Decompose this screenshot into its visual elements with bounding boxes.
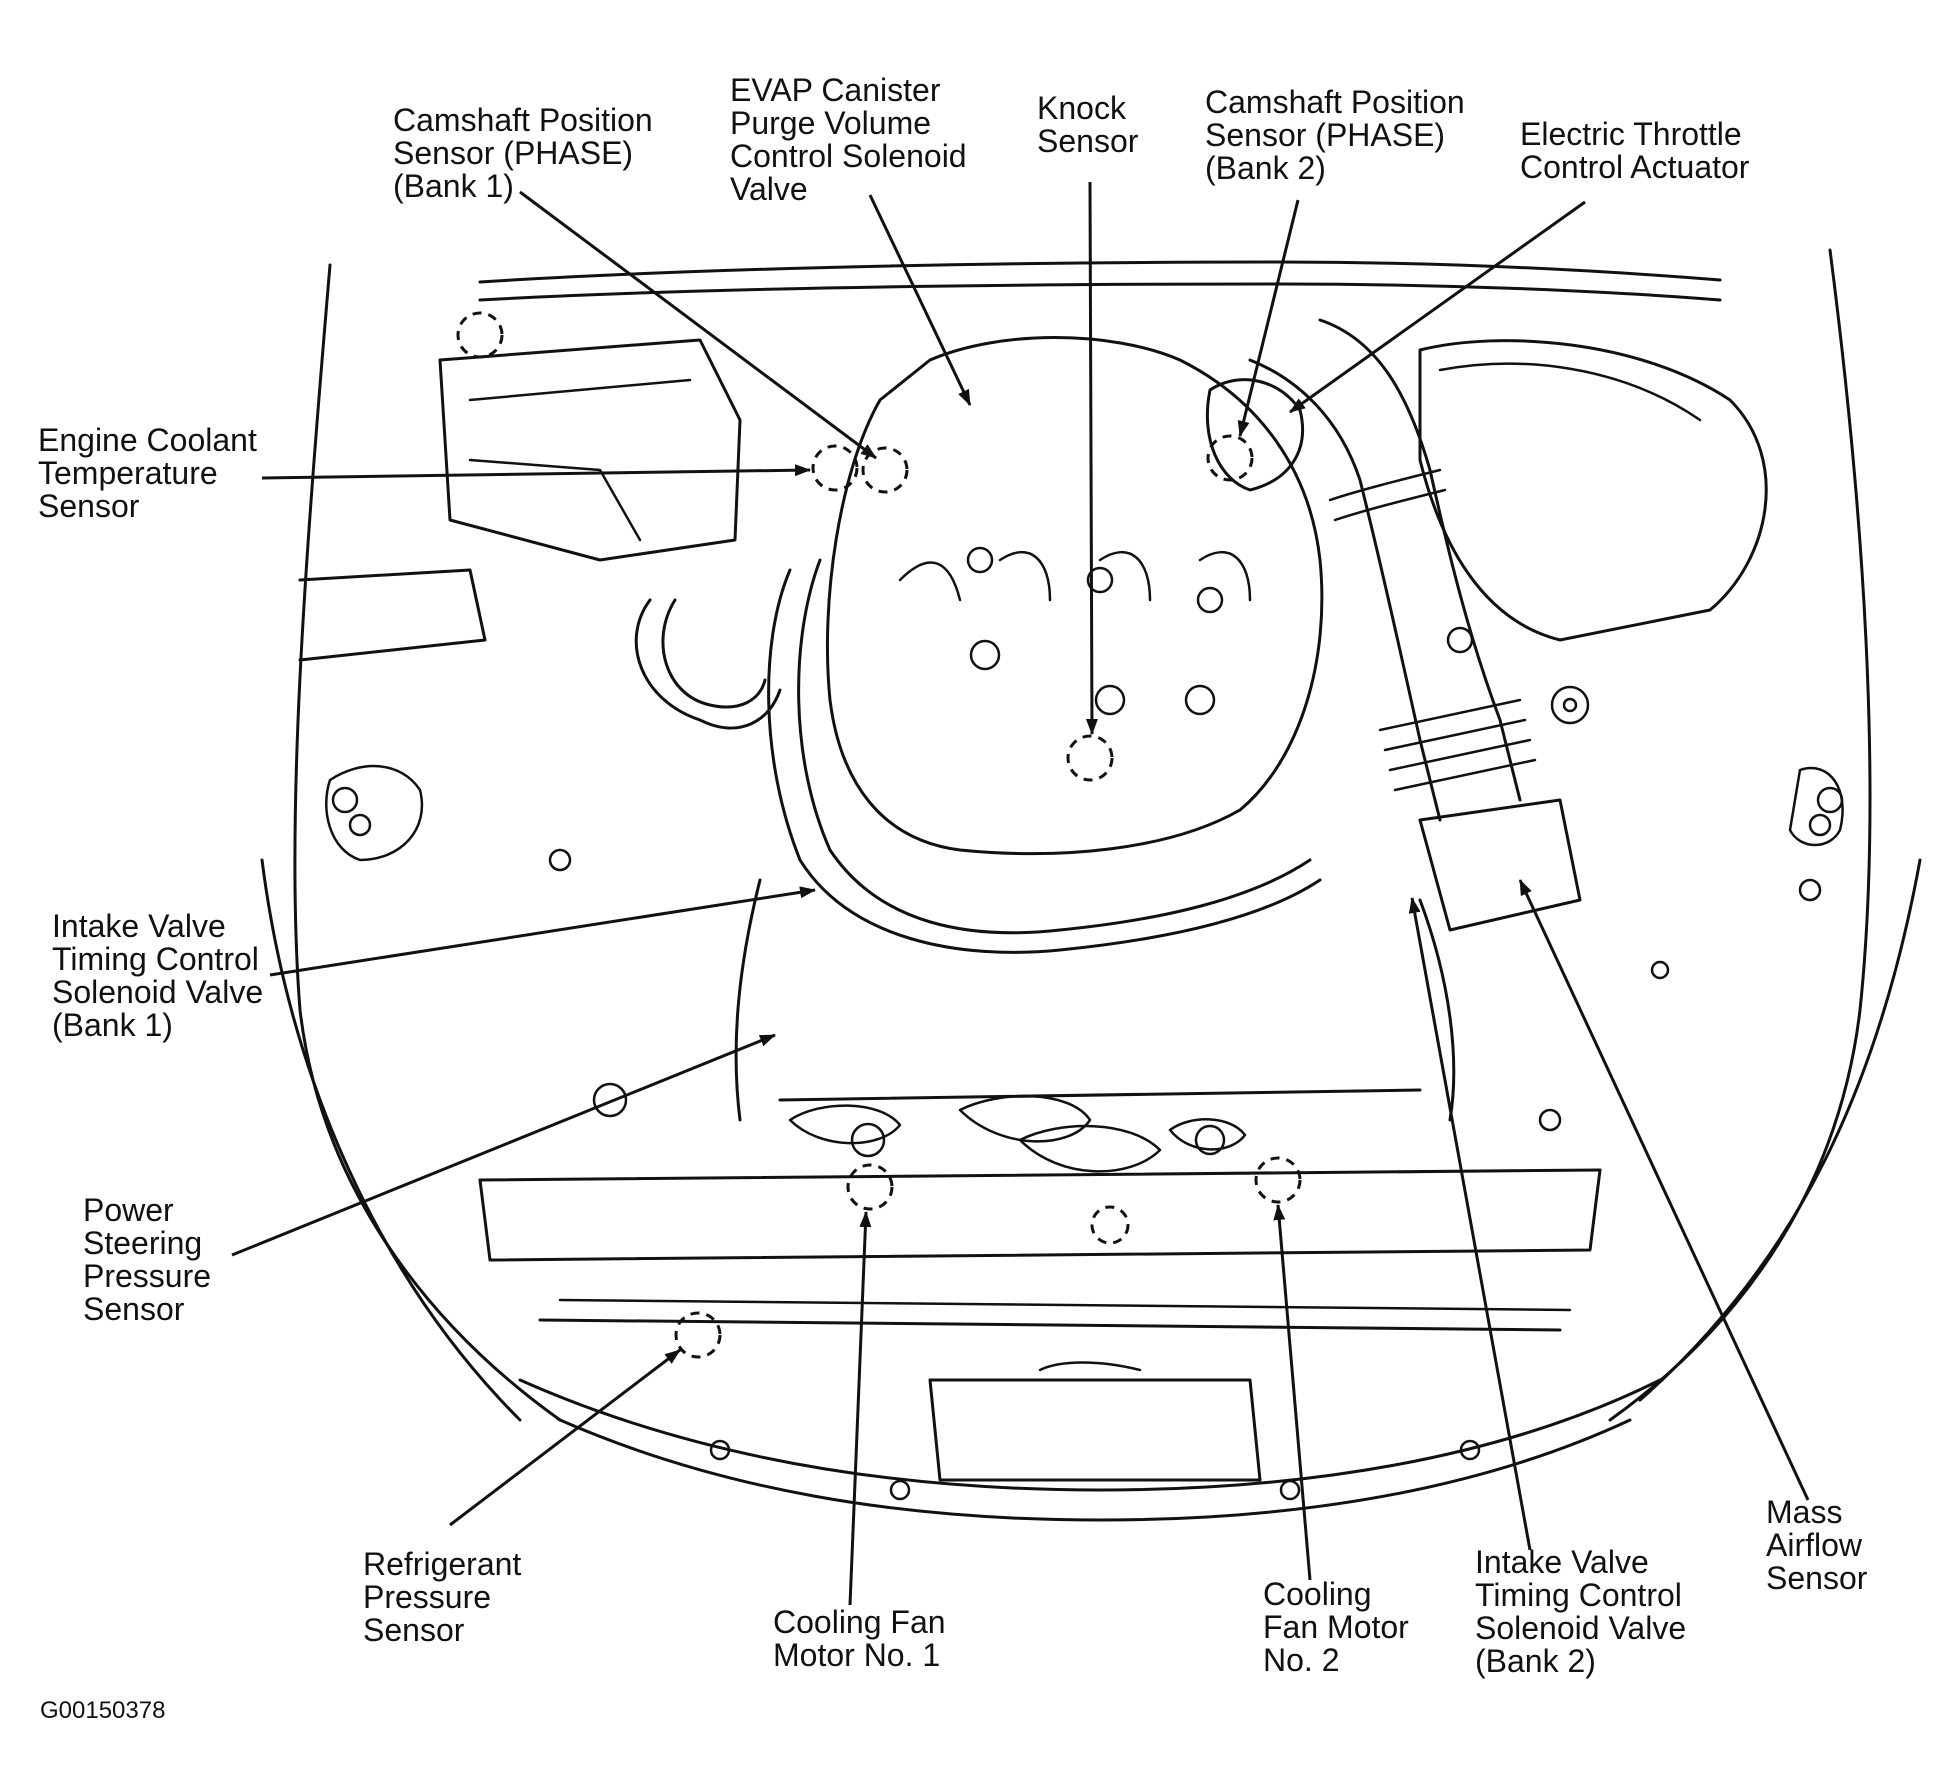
label-knock: Knock Sensor <box>1037 90 1139 159</box>
label-ect: Engine Coolant Temperature Sensor <box>38 422 257 524</box>
figure-id: G00150378 <box>40 1697 166 1724</box>
leader-fan1 <box>848 1211 872 1606</box>
label-ivt-bank2: Intake Valve Timing Control Solenoid Val… <box>1475 1544 1687 1679</box>
label-cmp-bank2: Camshaft Position Sensor (PHASE) (Bank 2… <box>1205 84 1465 186</box>
leader-ivt-bank2 <box>1408 897 1532 1551</box>
label-etc: Electric Throttle Control Actuator <box>1520 116 1750 185</box>
label-fan2: Cooling Fan Motor No. 2 <box>1263 1576 1409 1678</box>
leader-ps <box>231 1033 776 1257</box>
label-cmp-bank1: Camshaft Position Sensor (PHASE) (Bank 1… <box>393 102 653 204</box>
label-evap: EVAP Canister Purge Volume Control Solen… <box>730 72 967 207</box>
label-ivt-bank1: Intake Valve Timing Control Solenoid Val… <box>52 908 264 1043</box>
leader-maf <box>1518 879 1810 1501</box>
leader-ivt-bank1 <box>269 886 816 977</box>
leader-cmp-bank1 <box>519 190 877 460</box>
label-fan1: Cooling Fan Motor No. 1 <box>773 1604 946 1673</box>
leader-evap <box>868 194 972 406</box>
leader-fan2 <box>1273 1204 1312 1581</box>
label-ps: Power Steering Pressure Sensor <box>83 1192 212 1327</box>
label-maf: Mass Airflow Sensor <box>1766 1494 1868 1596</box>
leader-lines <box>231 181 1810 1606</box>
leader-etc <box>1289 200 1586 414</box>
label-refrig: Refrigerant Pressure Sensor <box>363 1546 522 1648</box>
engine-bay-drawing <box>260 248 1922 1522</box>
leader-cmp-bank2 <box>1237 199 1300 437</box>
leader-refrig <box>449 1348 681 1527</box>
leader-ect <box>261 464 811 480</box>
leader-knock <box>1085 181 1098 735</box>
